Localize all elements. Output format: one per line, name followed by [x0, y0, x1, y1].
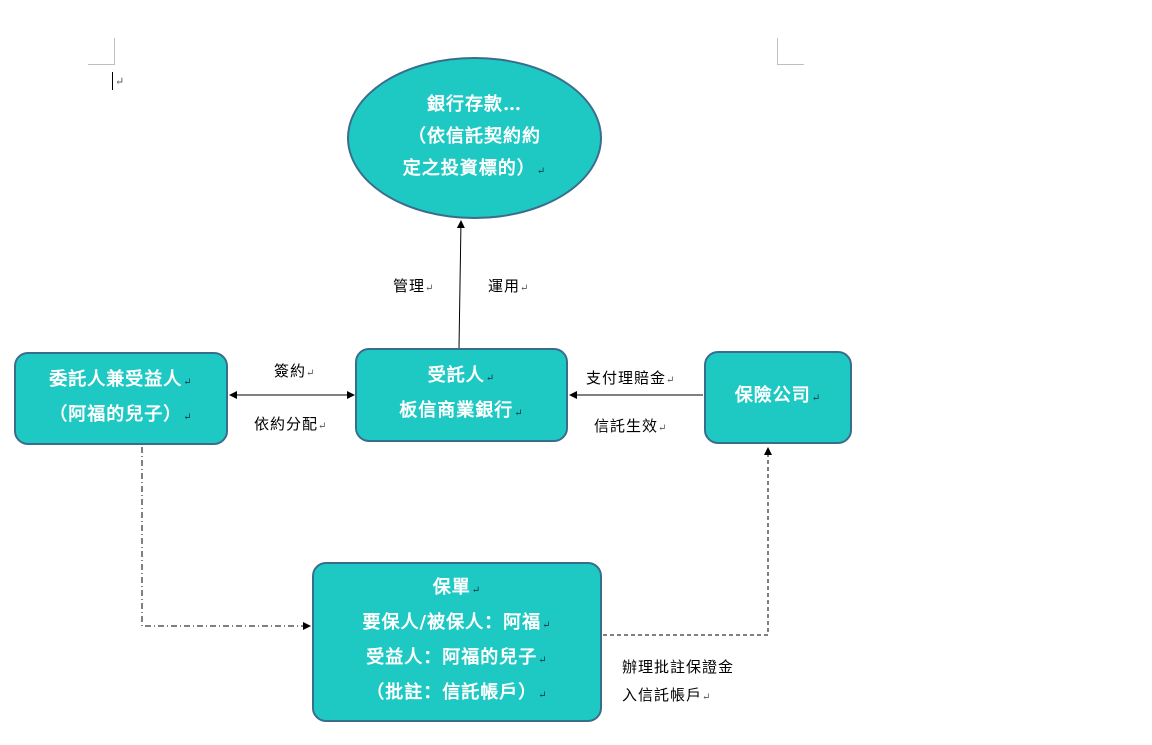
- label-operate: 運用↵: [488, 277, 530, 295]
- beneficiary-node-line-2: （阿福的兒子）↵: [49, 403, 193, 425]
- paragraph-mark: ↵: [115, 75, 125, 88]
- policy-node-line-2: 要保人/被保人：阿福↵: [362, 612, 552, 633]
- insurer-node-line-1: 保險公司↵: [734, 385, 822, 406]
- bank-node-line-1: 銀行存款…: [427, 93, 522, 115]
- beneficiary-node-line-1: 委託人兼受益人↵: [49, 368, 193, 390]
- policy-node-line-1: 保單↵: [432, 577, 482, 598]
- label-distribute: 依約分配↵: [254, 415, 328, 433]
- label-sign: 簽約↵: [274, 362, 316, 380]
- trustee-node: 受託人↵ 板信商業銀行↵: [355, 348, 568, 442]
- label-endorse-line-2: 入信託帳戶↵: [622, 686, 712, 704]
- edge-beneficiary-to-policy: [141, 447, 311, 630]
- label-trust-effective: 信託生效↵: [594, 417, 668, 435]
- edge-trustee-to-bank: [456, 220, 465, 349]
- trustee-node-line-1: 受託人↵: [427, 365, 496, 386]
- label-endorse-line-1: 辦理批註保證金: [622, 658, 735, 676]
- page-corner-mark-right: [777, 38, 804, 65]
- insurance-company-node: 保險公司↵: [704, 351, 852, 444]
- text-cursor: [112, 72, 113, 90]
- trustee-node-line-2: 板信商業銀行↵: [399, 400, 524, 421]
- policy-node-line-3: 受益人：阿福的兒子↵: [366, 647, 548, 668]
- settlor-beneficiary-node: 委託人兼受益人↵ （阿福的兒子）↵: [14, 352, 228, 445]
- bank-node-line-2: （依信託契約約: [408, 125, 541, 147]
- edge-policy-to-insurer: [603, 447, 772, 636]
- page-corner-mark-left: [88, 38, 115, 65]
- policy-node-line-4: （批註：信託帳戶）↵: [366, 682, 548, 703]
- label-manage: 管理↵: [393, 277, 435, 295]
- bank-deposit-node: 銀行存款… （依信託契約約 定之投資標的）↵: [347, 57, 602, 219]
- label-pay-claim: 支付理賠金↵: [586, 369, 676, 387]
- bank-node-line-3: 定之投資標的）↵: [402, 157, 547, 179]
- insurance-policy-node: 保單↵ 要保人/被保人：阿福↵ 受益人：阿福的兒子↵ （批註：信託帳戶）↵: [312, 562, 602, 722]
